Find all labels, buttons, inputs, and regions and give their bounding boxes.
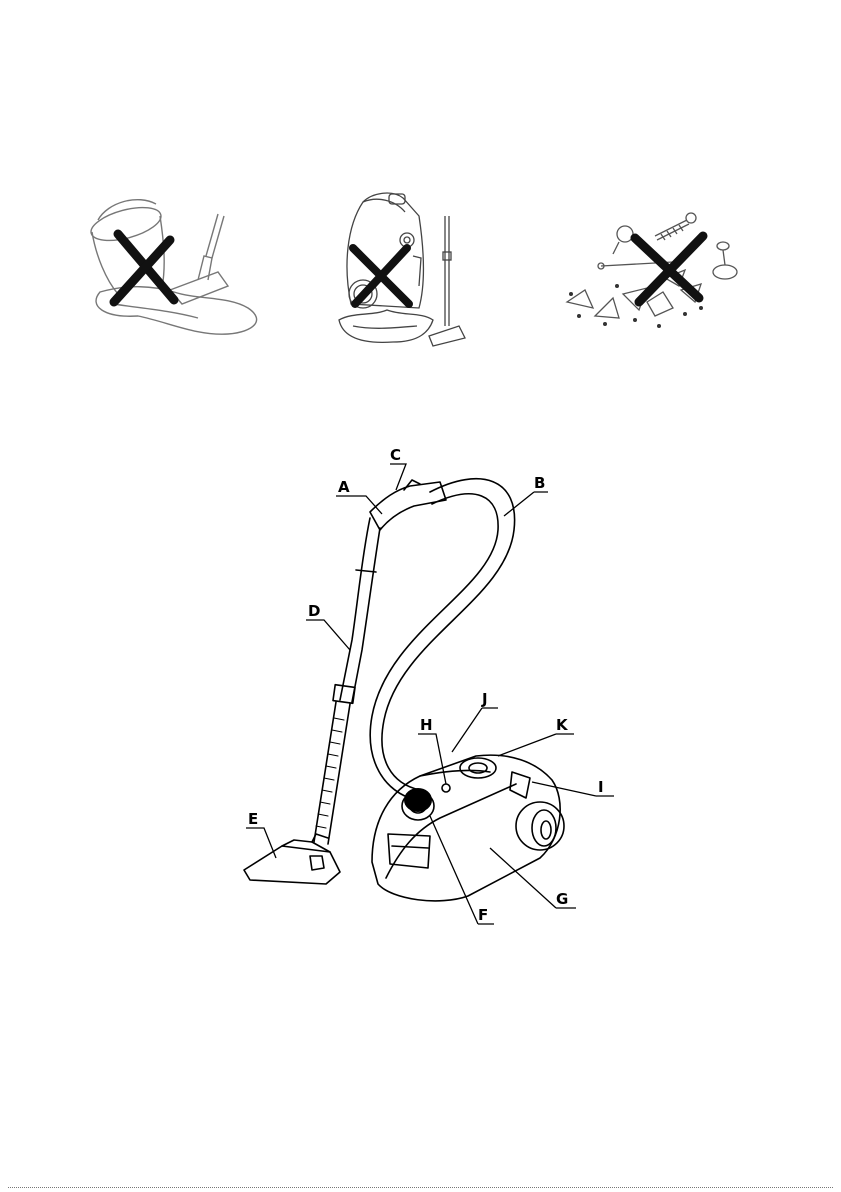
label-C: C xyxy=(390,446,401,464)
telescopic-tube xyxy=(340,518,370,700)
label-I: I xyxy=(598,778,604,796)
label-B: B xyxy=(534,474,545,492)
label-K: K xyxy=(556,716,569,734)
label-H: H xyxy=(420,716,433,734)
hose xyxy=(382,479,515,790)
power-button xyxy=(442,784,450,792)
rear-wheel xyxy=(516,802,564,850)
label-G: G xyxy=(556,890,568,908)
label-J: J xyxy=(481,690,488,708)
label-E: E xyxy=(248,810,258,828)
label-F: F xyxy=(478,906,488,924)
floor-nozzle xyxy=(244,846,340,884)
page-bottom-rule xyxy=(8,1187,833,1188)
suction-control xyxy=(460,758,496,778)
label-A: A xyxy=(338,478,350,496)
label-D: D xyxy=(308,602,320,620)
